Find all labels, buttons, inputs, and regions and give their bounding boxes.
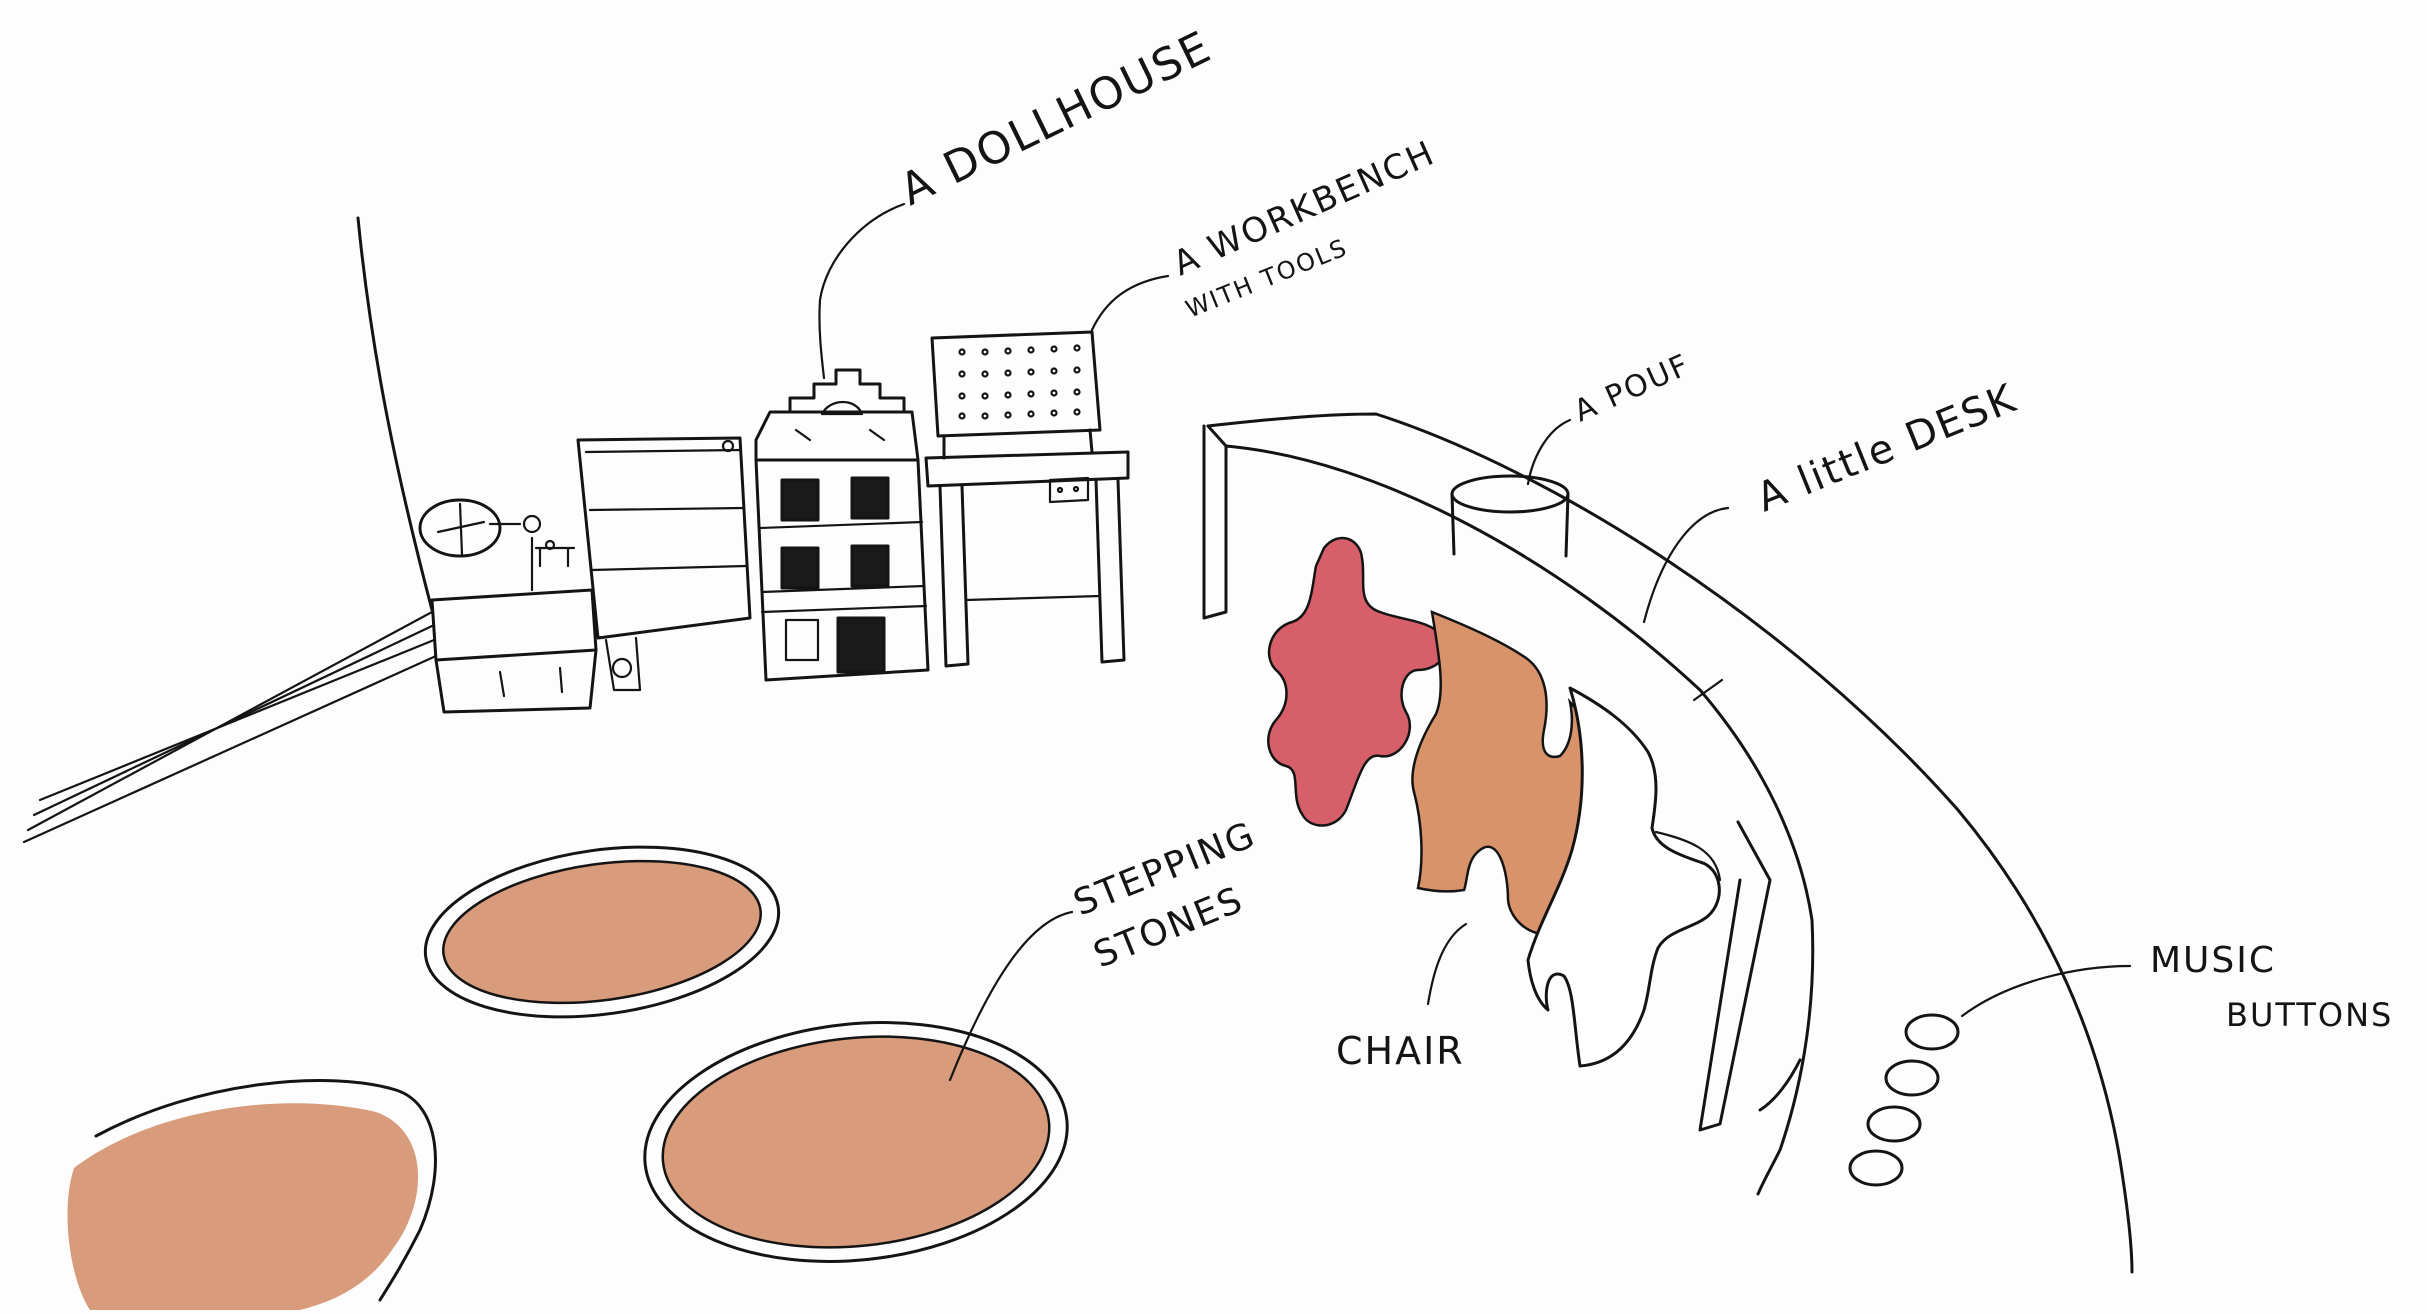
room-corner — [24, 218, 436, 842]
dollhouse — [756, 370, 928, 680]
label-little-desk: A little DESK — [1751, 375, 2024, 521]
music-button-2[interactable] — [1886, 1061, 1938, 1095]
shelf-unit — [578, 438, 750, 690]
music-button-4[interactable] — [1850, 1151, 1902, 1185]
label-music-buttons-line1: MUSIC — [2150, 940, 2276, 981]
music-button-1[interactable] — [1906, 1015, 1958, 1049]
leader-workbench — [1092, 276, 1168, 330]
chairs — [1268, 538, 1720, 1066]
music-buttons — [1850, 1015, 1958, 1185]
label-pouf: A POUF — [1569, 347, 1696, 429]
steering-wheel-cabinet — [420, 500, 596, 712]
label-chair: CHAIR — [1336, 1029, 1465, 1073]
leader-little-desk — [1644, 508, 1728, 622]
pouf — [1452, 476, 1568, 556]
stepping-stone-1 — [414, 826, 789, 1038]
stepping-stone-2 — [633, 1002, 1079, 1281]
leader-dollhouse — [819, 204, 904, 378]
pegboard-holes — [960, 346, 1080, 419]
leader-chair — [1428, 924, 1466, 1004]
stepping-stones — [67, 826, 1079, 1310]
label-dollhouse: A DOLLHOUSE — [892, 21, 1219, 216]
leader-pouf — [1528, 420, 1570, 484]
workbench — [926, 332, 1128, 666]
label-music-buttons-line2: BUTTONS — [2226, 996, 2393, 1034]
stepping-stone-3 — [67, 1081, 435, 1310]
music-button-3[interactable] — [1868, 1107, 1920, 1141]
leader-music-buttons — [1962, 966, 2130, 1016]
